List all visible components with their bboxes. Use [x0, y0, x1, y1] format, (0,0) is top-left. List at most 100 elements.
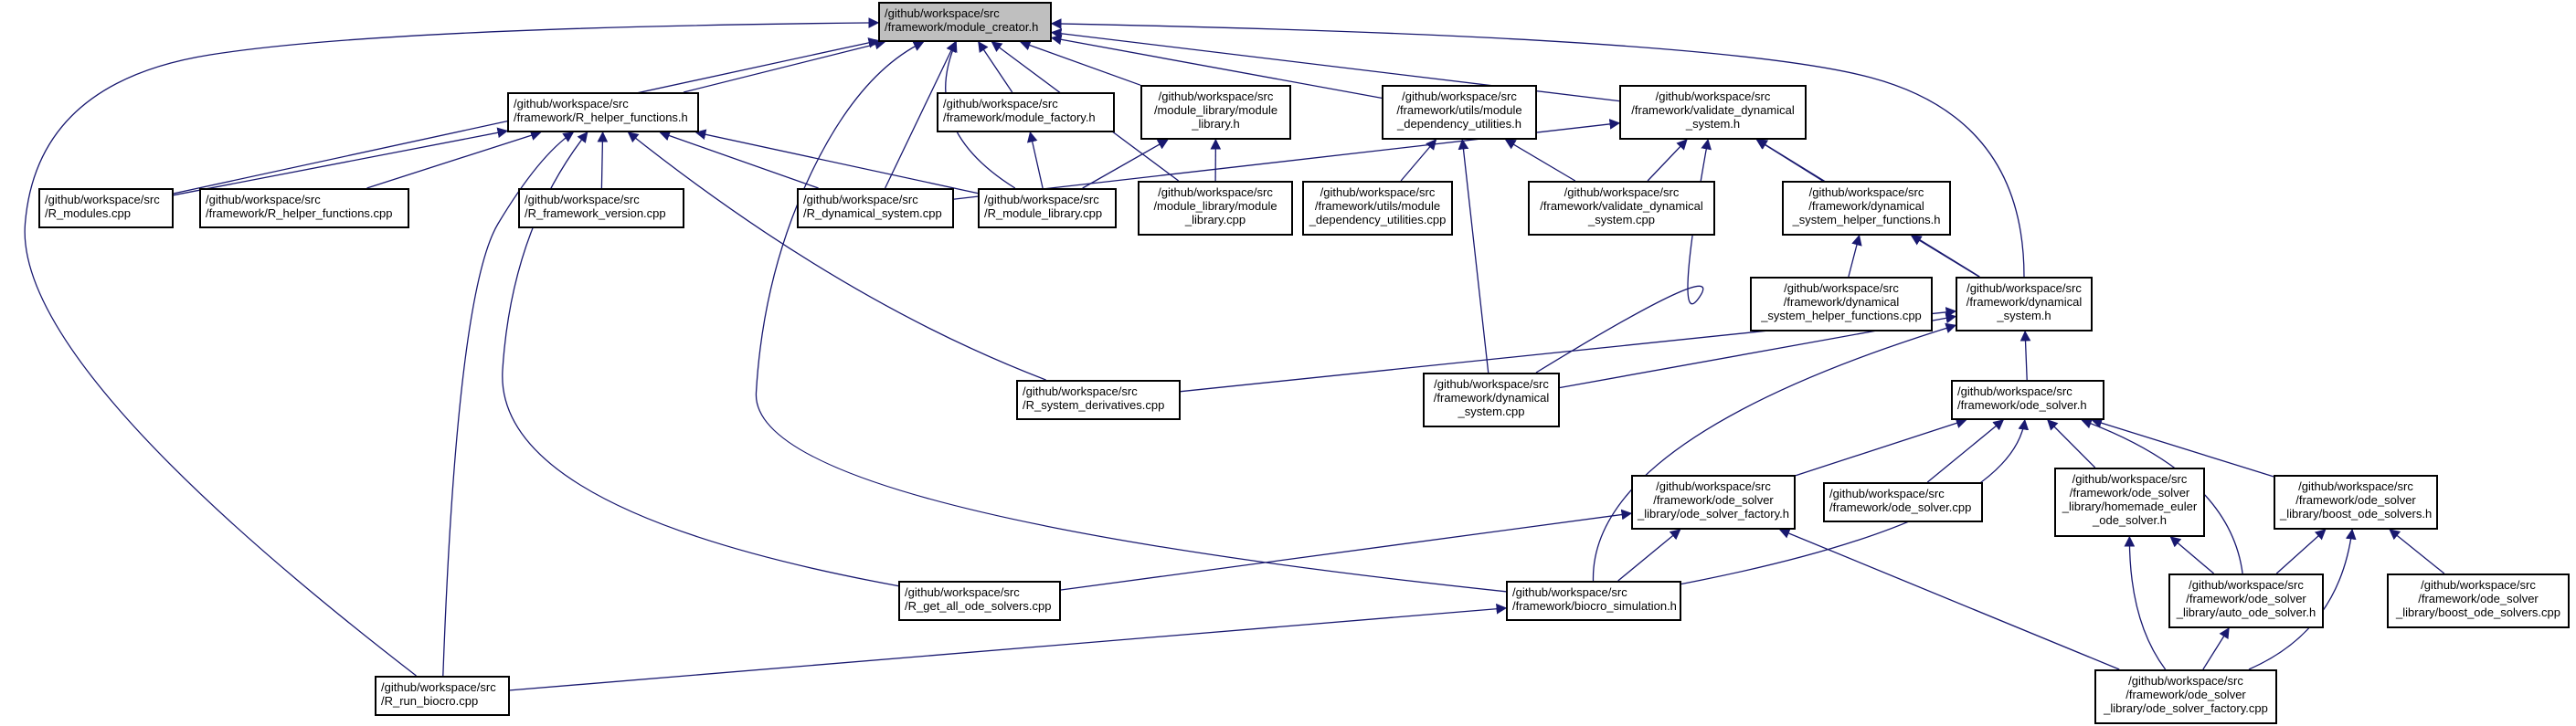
- node-label-line: _dependency_utilities.h: [1397, 117, 1521, 131]
- edge-boost_ode_solvers_cpp-to-boost_ode_solvers_h: [2389, 529, 2445, 574]
- edge-validate_dynamical_system_cpp-to-validate_dynamical_system_h: [1647, 139, 1688, 182]
- node-label-line: /framework/R_helper_functions.h: [514, 110, 688, 124]
- node-label-line: /github/workspace/src: [45, 193, 160, 206]
- node-R-helper-functions-cpp[interactable]: /github/workspace/src/framework/R_helper…: [199, 188, 409, 228]
- node-dynamical-system-h[interactable]: /github/workspace/src/framework/dynamica…: [1956, 277, 2093, 331]
- node-label-line: /framework/R_helper_functions.cpp: [206, 206, 393, 220]
- node-label-line: /framework/ode_solver.h: [1957, 398, 2087, 412]
- node-label-line: /framework/validate_dynamical: [1631, 103, 1795, 117]
- node-label-line: /framework/ode_solver: [2069, 486, 2190, 500]
- node-homemade-euler-ode-solver-h[interactable]: /github/workspace/src/framework/ode_solv…: [2054, 468, 2205, 537]
- node-boost-ode-solvers-h[interactable]: /github/workspace/src/framework/ode_solv…: [2274, 475, 2438, 530]
- node-label-line: /framework/ode_solver.cpp: [1829, 500, 1972, 514]
- node-label-line: /github/workspace/src: [2128, 674, 2243, 688]
- node-label-line: /framework/dynamical: [1783, 295, 1900, 309]
- node-label-line: _library/ode_solver_factory.h: [1638, 507, 1789, 521]
- node-label-line: /framework/dynamical: [1808, 199, 1924, 213]
- node-module-dependency-utilities-cpp[interactable]: /github/workspace/src/framework/utils/mo…: [1302, 181, 1453, 236]
- edge-R_module_library_cpp-to-module_factory_h: [1026, 131, 1044, 189]
- node-label-line: /github/workspace/src: [206, 193, 321, 206]
- node-label-line: /github/workspace/src: [1808, 185, 1924, 199]
- node-module-dependency-utilities-h[interactable]: /github/workspace/src/framework/utils/mo…: [1382, 85, 1537, 140]
- node-biocro-simulation-h[interactable]: /github/workspace/src/framework/biocro_s…: [1506, 581, 1681, 621]
- node-label-line: /github/workspace/src: [2189, 578, 2304, 592]
- node-validate-dynamical-system-cpp[interactable]: /github/workspace/src/framework/validate…: [1528, 181, 1715, 236]
- node-label-line: /github/workspace/src: [525, 193, 640, 206]
- node-label-line: _system_helper_functions.cpp: [1761, 309, 1922, 322]
- node-R-framework-version-cpp[interactable]: /github/workspace/src/R_framework_versio…: [518, 188, 684, 228]
- node-label-line: /github/workspace/src: [2298, 479, 2413, 493]
- node-label-line: _library/boost_ode_solvers.cpp: [2396, 605, 2560, 619]
- node-label-line: /github/workspace/src: [1320, 185, 1436, 199]
- node-label-line: _system.h: [1997, 309, 2051, 322]
- node-module-factory-h[interactable]: /github/workspace/src/framework/module_f…: [937, 92, 1115, 132]
- edge-module_library_h-to-module_creator: [1019, 40, 1141, 86]
- node-module-library-cpp[interactable]: /github/workspace/src/module_library/mod…: [1138, 181, 1293, 236]
- node-R-run-biocro-cpp[interactable]: /github/workspace/src/R_run_biocro.cpp: [375, 676, 510, 716]
- node-label-line: /framework/module_factory.h: [943, 110, 1096, 124]
- node-label-line: /framework/dynamical: [1966, 295, 2083, 309]
- edge-R_get_all_ode_solvers_cpp-to-ode_solver_factory_h: [1060, 509, 1633, 591]
- node-R-get-all-ode-solvers-cpp[interactable]: /github/workspace/src/R_get_all_ode_solv…: [898, 581, 1061, 621]
- node-validate-dynamical-system-h[interactable]: /github/workspace/src/framework/validate…: [1619, 85, 1807, 140]
- node-boost-ode-solvers-cpp[interactable]: /github/workspace/src/framework/ode_solv…: [2387, 573, 2570, 628]
- node-label-line: /framework/utils/module: [1314, 199, 1441, 213]
- node-label-line: /R_dynamical_system.cpp: [803, 206, 942, 220]
- node-dynamical-system-helper-functions-h[interactable]: /github/workspace/src/framework/dynamica…: [1782, 181, 1951, 236]
- node-label-line: /R_run_biocro.cpp: [381, 694, 479, 708]
- node-label-line: /module_library/module: [1153, 103, 1278, 117]
- node-R-dynamical-system-cpp[interactable]: /github/workspace/src/R_dynamical_system…: [797, 188, 954, 228]
- node-label-line: /framework/ode_solver: [2186, 592, 2306, 605]
- edge-R_helper_functions_h-to-module_creator: [683, 38, 886, 93]
- node-ode-solver-factory-cpp[interactable]: /github/workspace/src/framework/ode_solv…: [2094, 669, 2277, 724]
- edge-R_module_library_cpp-to-R_helper_functions_h: [694, 129, 979, 195]
- node-label-line: /github/workspace/src: [885, 6, 1000, 20]
- node-label-line: _library/ode_solver_factory.cpp: [2104, 701, 2268, 715]
- node-label-line: /github/workspace/src: [2072, 472, 2188, 486]
- node-label-line: _library/homemade_euler: [2062, 500, 2198, 513]
- edge-ode_solver_cpp-to-ode_solver_h: [1926, 419, 2005, 483]
- node-label-line: /R_get_all_ode_solvers.cpp: [905, 599, 1052, 613]
- node-label-line: /github/workspace/src: [2421, 578, 2536, 592]
- node-label-line: _dependency_utilities.cpp: [1309, 213, 1447, 226]
- edge-R_run_biocro_cpp-to-biocro_simulation_h: [509, 603, 1508, 691]
- node-label-line: _library/auto_ode_solver.h: [2176, 605, 2316, 619]
- node-label-line: _system.cpp: [1458, 405, 1525, 418]
- node-label-line: /github/workspace/src: [1158, 185, 1273, 199]
- node-label-line: /github/workspace/src: [1434, 377, 1549, 391]
- node-module-library-h[interactable]: /github/workspace/src/module_library/mod…: [1140, 85, 1291, 140]
- node-ode-solver-factory-h[interactable]: /github/workspace/src/framework/ode_solv…: [1631, 475, 1796, 530]
- node-R-module-library-cpp[interactable]: /github/workspace/src/R_module_library.c…: [978, 188, 1117, 228]
- edge-R_run_biocro_cpp-to-R_helper_functions_h: [442, 132, 575, 677]
- edge-R_framework_version_cpp-to-R_helper_functions_h: [597, 131, 609, 189]
- node-module-creator[interactable]: /github/workspace/src/framework/module_c…: [878, 2, 1052, 42]
- node-label-line: /github/workspace/src: [943, 97, 1058, 110]
- node-label-line: _system_helper_functions.h: [1792, 213, 1941, 226]
- node-R-modules-cpp[interactable]: /github/workspace/src/R_modules.cpp: [38, 188, 174, 228]
- edge-R_run_biocro_cpp-to-module_creator: [24, 17, 880, 677]
- edge-dynamical_system_h-to-dynamical_system_helper_functions_h: [1910, 235, 1980, 278]
- edge-biocro_simulation_h-to-ode_solver_factory_h: [1617, 529, 1681, 582]
- node-label-line: /R_modules.cpp: [45, 206, 131, 220]
- edge-R_dynamical_system_cpp-to-R_helper_functions_h: [659, 130, 819, 189]
- node-ode-solver-h[interactable]: /github/workspace/src/framework/ode_solv…: [1951, 380, 2104, 420]
- node-label-line: /framework/validate_dynamical: [1540, 199, 1703, 213]
- node-R-helper-functions-h[interactable]: /github/workspace/src/framework/R_helper…: [507, 92, 699, 132]
- edge-boost_ode_solvers_h-to-ode_solver_h: [2091, 417, 2274, 478]
- node-ode-solver-cpp[interactable]: /github/workspace/src/framework/ode_solv…: [1823, 482, 1983, 522]
- node-dynamical-system-cpp[interactable]: /github/workspace/src/framework/dynamica…: [1423, 373, 1560, 427]
- node-label-line: /framework/ode_solver: [2418, 592, 2539, 605]
- node-R-system-derivatives-cpp[interactable]: /github/workspace/src/R_system_derivativ…: [1016, 380, 1181, 420]
- node-label-line: /framework/module_creator.h: [885, 20, 1039, 34]
- node-label-line: /github/workspace/src: [1655, 89, 1771, 103]
- edge-dynamical_system_helper_functions_cpp-to-dynamical_system_helper_functions_h: [1848, 234, 1862, 278]
- node-label-line: /github/workspace/src: [1158, 89, 1274, 103]
- node-label-line: /github/workspace/src: [514, 97, 629, 110]
- edge-ode_solver_factory_cpp-to-ode_solver_factory_h: [1778, 528, 2120, 670]
- node-label-line: _system.h: [1685, 117, 1741, 131]
- node-auto-ode-solver-h[interactable]: /github/workspace/src/framework/ode_solv…: [2168, 573, 2324, 628]
- node-label-line: /github/workspace/src: [1784, 281, 1899, 295]
- node-dynamical-system-helper-functions-cpp[interactable]: /github/workspace/src/framework/dynamica…: [1750, 277, 1933, 331]
